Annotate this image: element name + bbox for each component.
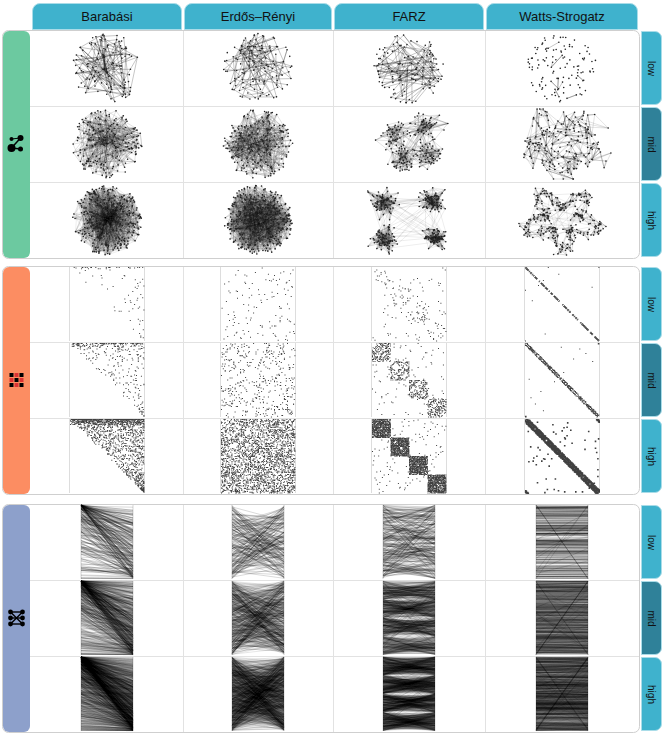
- row-level-tab: high: [641, 183, 662, 257]
- column-header-tab: FARZ: [334, 3, 484, 30]
- adjacency-matrix: [525, 419, 601, 494]
- section-panel: [3, 505, 640, 733]
- grid-line: [30, 182, 639, 183]
- grid-line: [333, 267, 334, 494]
- grid-line: [30, 106, 639, 107]
- row-level-tab: high: [641, 419, 662, 493]
- row-label: high: [646, 447, 657, 466]
- parallel-edge-view: [383, 657, 435, 731]
- column-label: FARZ: [392, 9, 425, 24]
- adjacency-matrix: [70, 419, 145, 493]
- adjacency-matrix: [221, 343, 296, 417]
- adjacency-matrix: [70, 267, 145, 341]
- grid-line: [485, 505, 486, 732]
- parallel-edge-view: [81, 657, 133, 731]
- node-link-drawing: [373, 34, 444, 103]
- node-link-drawing: [72, 109, 142, 178]
- section-band: [3, 505, 30, 732]
- parallel-edge-view: [232, 657, 284, 731]
- node-link-drawing: [73, 34, 138, 103]
- row-label: high: [646, 211, 657, 230]
- grid-line: [183, 31, 184, 258]
- section-icon: [10, 373, 24, 387]
- parallel-edge-view: [536, 581, 588, 655]
- row-level-tab: low: [641, 505, 662, 579]
- grid-line: [30, 342, 639, 343]
- grid-line: [333, 505, 334, 732]
- node-link-drawing: [223, 109, 294, 178]
- parallel-edge-view: [232, 505, 284, 579]
- node-link-drawing: [223, 33, 293, 100]
- row-level-tab: low: [641, 267, 662, 341]
- row-level-tab: low: [641, 31, 662, 105]
- adjacency-matrix: [221, 267, 296, 341]
- parallel-edge-view: [383, 505, 435, 579]
- parallel-edge-view: [232, 581, 284, 655]
- row-label: low: [646, 296, 657, 311]
- node-link-drawing: [518, 187, 607, 255]
- node-link-drawing: [375, 112, 449, 171]
- parallel-edge-view: [81, 505, 133, 579]
- row-label: mid: [646, 136, 657, 152]
- column-header-tab: Watts-Strogatz: [486, 3, 638, 30]
- row-level-tab: high: [641, 657, 662, 731]
- row-label: high: [646, 685, 657, 704]
- section-panel: [3, 267, 640, 495]
- section-icon: [8, 135, 24, 152]
- adjacency-matrix: [525, 267, 600, 341]
- row-label: low: [646, 534, 657, 549]
- parallel-edge-view: [81, 581, 133, 655]
- column-label: Watts-Strogatz: [519, 9, 604, 24]
- grid-line: [183, 267, 184, 494]
- row-level-tab: mid: [641, 581, 662, 655]
- section-icon: [8, 610, 25, 627]
- adjacency-matrix: [372, 267, 447, 341]
- node-link-drawing: [523, 108, 612, 180]
- adjacency-matrix: [70, 343, 145, 417]
- column-label: Barabási: [81, 9, 132, 24]
- node-link-drawing: [72, 185, 142, 255]
- parallel-edge-view: [536, 505, 588, 579]
- section-band: [3, 267, 30, 494]
- column-header-tab: Erdős–Rényi: [184, 3, 332, 30]
- adjacency-matrix: [525, 343, 600, 417]
- parallel-edge-view: [383, 581, 435, 655]
- column-label: Erdős–Rényi: [221, 9, 295, 24]
- section-panel: [3, 31, 640, 259]
- node-link-drawing: [367, 187, 447, 255]
- section-band: [3, 31, 30, 258]
- row-label: low: [646, 60, 657, 75]
- column-header-tab: Barabási: [32, 3, 182, 30]
- grid-line: [485, 267, 486, 494]
- grid-line: [183, 505, 184, 732]
- row-label: mid: [646, 610, 657, 626]
- node-link-drawing: [527, 35, 596, 102]
- row-level-tab: mid: [641, 343, 662, 417]
- adjacency-matrix: [221, 419, 296, 493]
- parallel-edge-view: [536, 657, 588, 731]
- grid-line: [485, 31, 486, 258]
- row-level-tab: mid: [641, 107, 662, 181]
- adjacency-matrix: [372, 343, 447, 417]
- grid-line: [30, 418, 639, 419]
- grid-line: [333, 31, 334, 258]
- row-label: mid: [646, 372, 657, 388]
- adjacency-matrix: [372, 419, 447, 493]
- node-link-drawing: [224, 185, 293, 255]
